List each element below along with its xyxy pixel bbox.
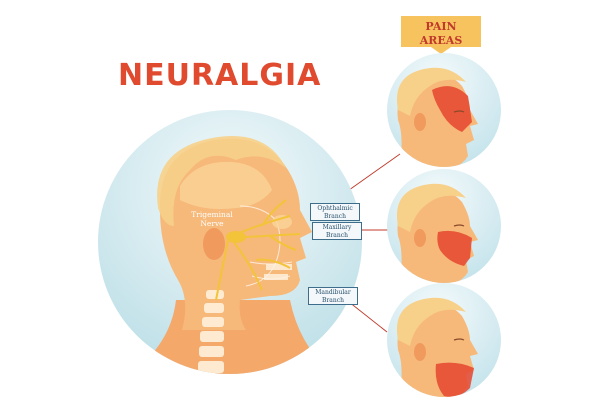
nerve-label-line1: Trigeminal (191, 210, 233, 219)
pain-area-maxillary (387, 169, 501, 283)
mandibular-branch-label: Mandibular Branch (308, 287, 358, 305)
branch-line2: Branch (324, 213, 346, 220)
branch-line2: Branch (326, 232, 348, 239)
branch-line1: Maxillary (322, 224, 352, 231)
pain-areas-line1: PAIN (425, 20, 457, 33)
pain-areas-line2: AREAS (419, 34, 463, 47)
pain-area-mandibular (387, 283, 501, 397)
head-cross-section (98, 110, 362, 374)
nerve-label-line2: Nerve (200, 219, 224, 228)
tag-shape (401, 16, 481, 54)
branch-line1: Mandibular (315, 289, 351, 296)
branch-line1: Ophthalmic (317, 205, 353, 212)
branch-line2: Branch (322, 297, 344, 304)
ophthalmic-branch-label: Ophthalmic Branch (310, 203, 360, 221)
trigeminal-nerve-label: Trigeminal Nerve (184, 210, 240, 228)
page-title: NEURALGIA (118, 58, 322, 93)
maxillary-branch-label: Maxillary Branch (312, 222, 362, 240)
pain-areas-tag: PAIN AREAS (399, 16, 483, 54)
pain-area-ophthalmic (387, 53, 501, 167)
